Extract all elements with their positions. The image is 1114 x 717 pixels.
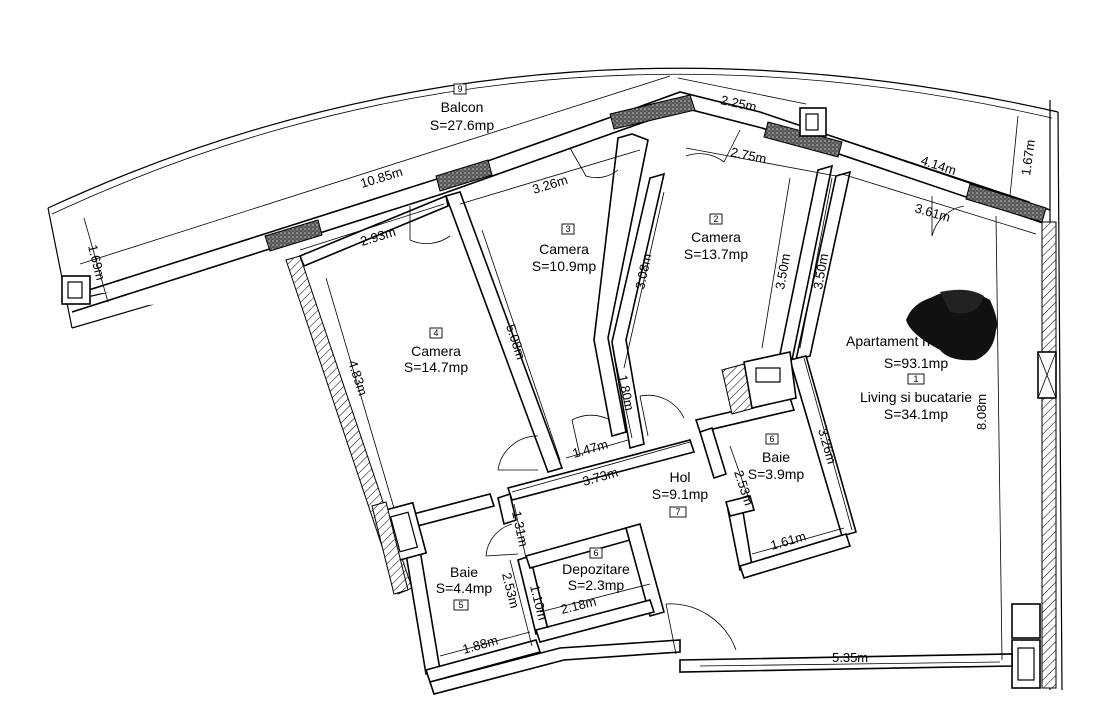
room-area: S=9.1mp	[652, 486, 709, 502]
room-area: S=13.7mp	[684, 246, 748, 262]
room-name: Living si bucatarie	[860, 389, 972, 405]
room-area: S=14.7mp	[404, 359, 468, 375]
room-hol: Hol S=9.1mp 7	[652, 469, 709, 518]
room-number: 1	[913, 374, 918, 384]
dim-label: 8.08m	[974, 394, 989, 430]
room-camera-2: 2 Camera S=13.7mp	[684, 213, 748, 262]
room-number: 6	[593, 548, 598, 558]
column-bottom-right-2	[1011, 639, 1041, 689]
room-camera-3: 3 Camera S=10.9mp	[532, 223, 596, 274]
dim-label: 3.50m	[810, 252, 831, 290]
room-number-box	[453, 83, 467, 95]
room-area: S=3.9mp	[748, 466, 805, 482]
dim-label: 2.18m	[559, 594, 598, 617]
room-name: Camera	[691, 229, 741, 245]
dim-label: 1.67m	[1018, 139, 1038, 177]
bathroom-storage-walls	[371, 492, 1013, 695]
right-exterior-wall	[1041, 221, 1057, 689]
room-name: Baie	[450, 564, 478, 580]
redaction-mark	[906, 289, 998, 361]
room-balcon: 9 Balcon S=27.6mp	[430, 83, 494, 133]
dim-label: 2.75m	[729, 144, 767, 166]
interior-walls	[298, 133, 857, 579]
room-name: Camera	[539, 241, 589, 257]
room-number: 3	[565, 224, 570, 234]
room-depozitare: 6 Depozitare S=2.3mp	[562, 547, 630, 593]
facade-wall	[61, 91, 1051, 313]
room-living: Apartament n S=93.1mp 1 Living si bucata…	[846, 333, 972, 422]
room-number: 9	[457, 84, 462, 94]
room-name: Baie	[762, 449, 790, 465]
dim-label: 2.25m	[719, 92, 757, 114]
dim-label: 3.50m	[772, 252, 793, 290]
room-name: Hol	[669, 469, 690, 485]
room-camera-4: 4 Camera S=14.7mp	[404, 327, 468, 375]
room-baie-6: 6 Baie S=3.9mp	[748, 433, 805, 482]
room-area: S=4.4mp	[436, 580, 493, 596]
room-number: 2	[713, 214, 718, 224]
dim-label: 3.08m	[632, 252, 654, 290]
dim-label: 1.80m	[615, 374, 637, 412]
room-name: Camera	[411, 343, 461, 359]
dim-label: 5.35m	[832, 650, 868, 665]
room-name: Depozitare	[562, 561, 630, 577]
doors	[409, 129, 965, 655]
dim-label: 4.83m	[345, 358, 370, 397]
room-number: 6	[769, 434, 774, 444]
apartment-title: Apartament n	[846, 333, 930, 349]
bathroom-shaft	[721, 351, 797, 415]
room-baie-5: Baie S=4.4mp 5	[436, 564, 493, 611]
room-number: 7	[675, 507, 680, 517]
column-mid	[799, 107, 827, 137]
dim-label: 2.53m	[499, 571, 522, 610]
column-left	[61, 275, 91, 305]
dim-label: 1.31m	[509, 510, 531, 548]
room-area: S=34.1mp	[884, 406, 948, 422]
apartment-total-area: S=93.1mp	[884, 355, 948, 371]
room-area: S=27.6mp	[430, 117, 494, 133]
column-bottom-right-1	[1011, 603, 1041, 639]
room-area: S=2.3mp	[568, 577, 625, 593]
room-name: Balcon	[441, 99, 484, 115]
room-number: 5	[458, 600, 463, 610]
room-number: 4	[433, 328, 438, 338]
room-area: S=10.9mp	[532, 258, 596, 274]
dimension-lines	[79, 75, 1037, 667]
